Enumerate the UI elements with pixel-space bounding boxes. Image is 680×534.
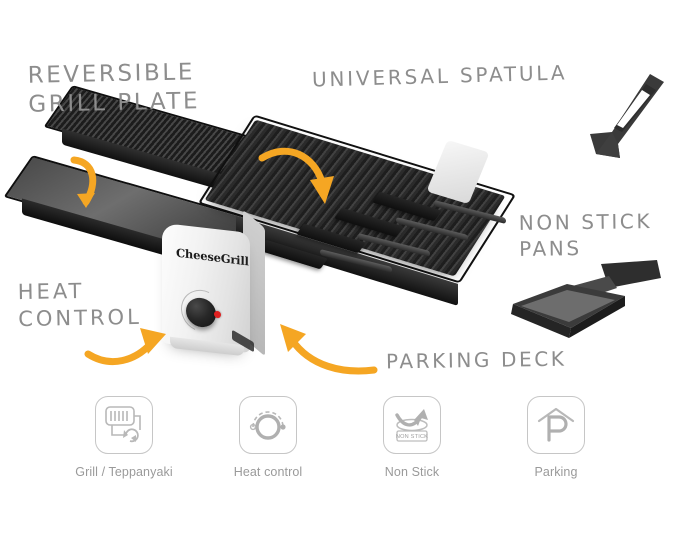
callout-heat-control: Heat Control — [17, 278, 142, 331]
feature-parking: Parking — [513, 396, 599, 479]
feature-label: Grill / Teppanyaki — [75, 465, 173, 479]
callout-parking-deck: Parking Deck — [385, 346, 567, 374]
feature-label: Parking — [534, 465, 578, 479]
callout-non-stick-pans: Non Stick Pans — [518, 209, 653, 261]
callout-universal-spatula: Universal Spatula — [311, 60, 568, 92]
feature-label: Heat control — [233, 465, 303, 479]
parking-p-icon — [527, 396, 585, 454]
non-stick-pan — [511, 260, 661, 338]
control-knob-icon — [239, 396, 297, 454]
non-stick-pan-icon: NON STICK — [383, 396, 441, 454]
arrow-to-heat-control — [84, 328, 166, 365]
non-stick-badge-text: NON STICK — [396, 434, 428, 440]
power-indicator-light — [214, 310, 221, 319]
arrow-to-parking-deck — [280, 324, 378, 375]
feature-grill-teppanyaki: Grill / Teppanyaki — [75, 396, 173, 479]
feature-non-stick: NON STICK Non Stick — [369, 396, 455, 479]
flip-arrow-icon — [70, 156, 97, 208]
feature-label: Non Stick — [384, 465, 440, 479]
grill-plate-reverse-icon — [95, 396, 153, 454]
feature-heat-control: Heat control — [225, 396, 311, 479]
feature-icon-row: Grill / Teppanyaki Heat control — [0, 396, 680, 479]
arrow-to-grill-surface — [258, 147, 334, 204]
universal-spatula — [590, 74, 664, 158]
callout-reversible-grill-plate: Reversible Grill Plate — [27, 59, 201, 119]
